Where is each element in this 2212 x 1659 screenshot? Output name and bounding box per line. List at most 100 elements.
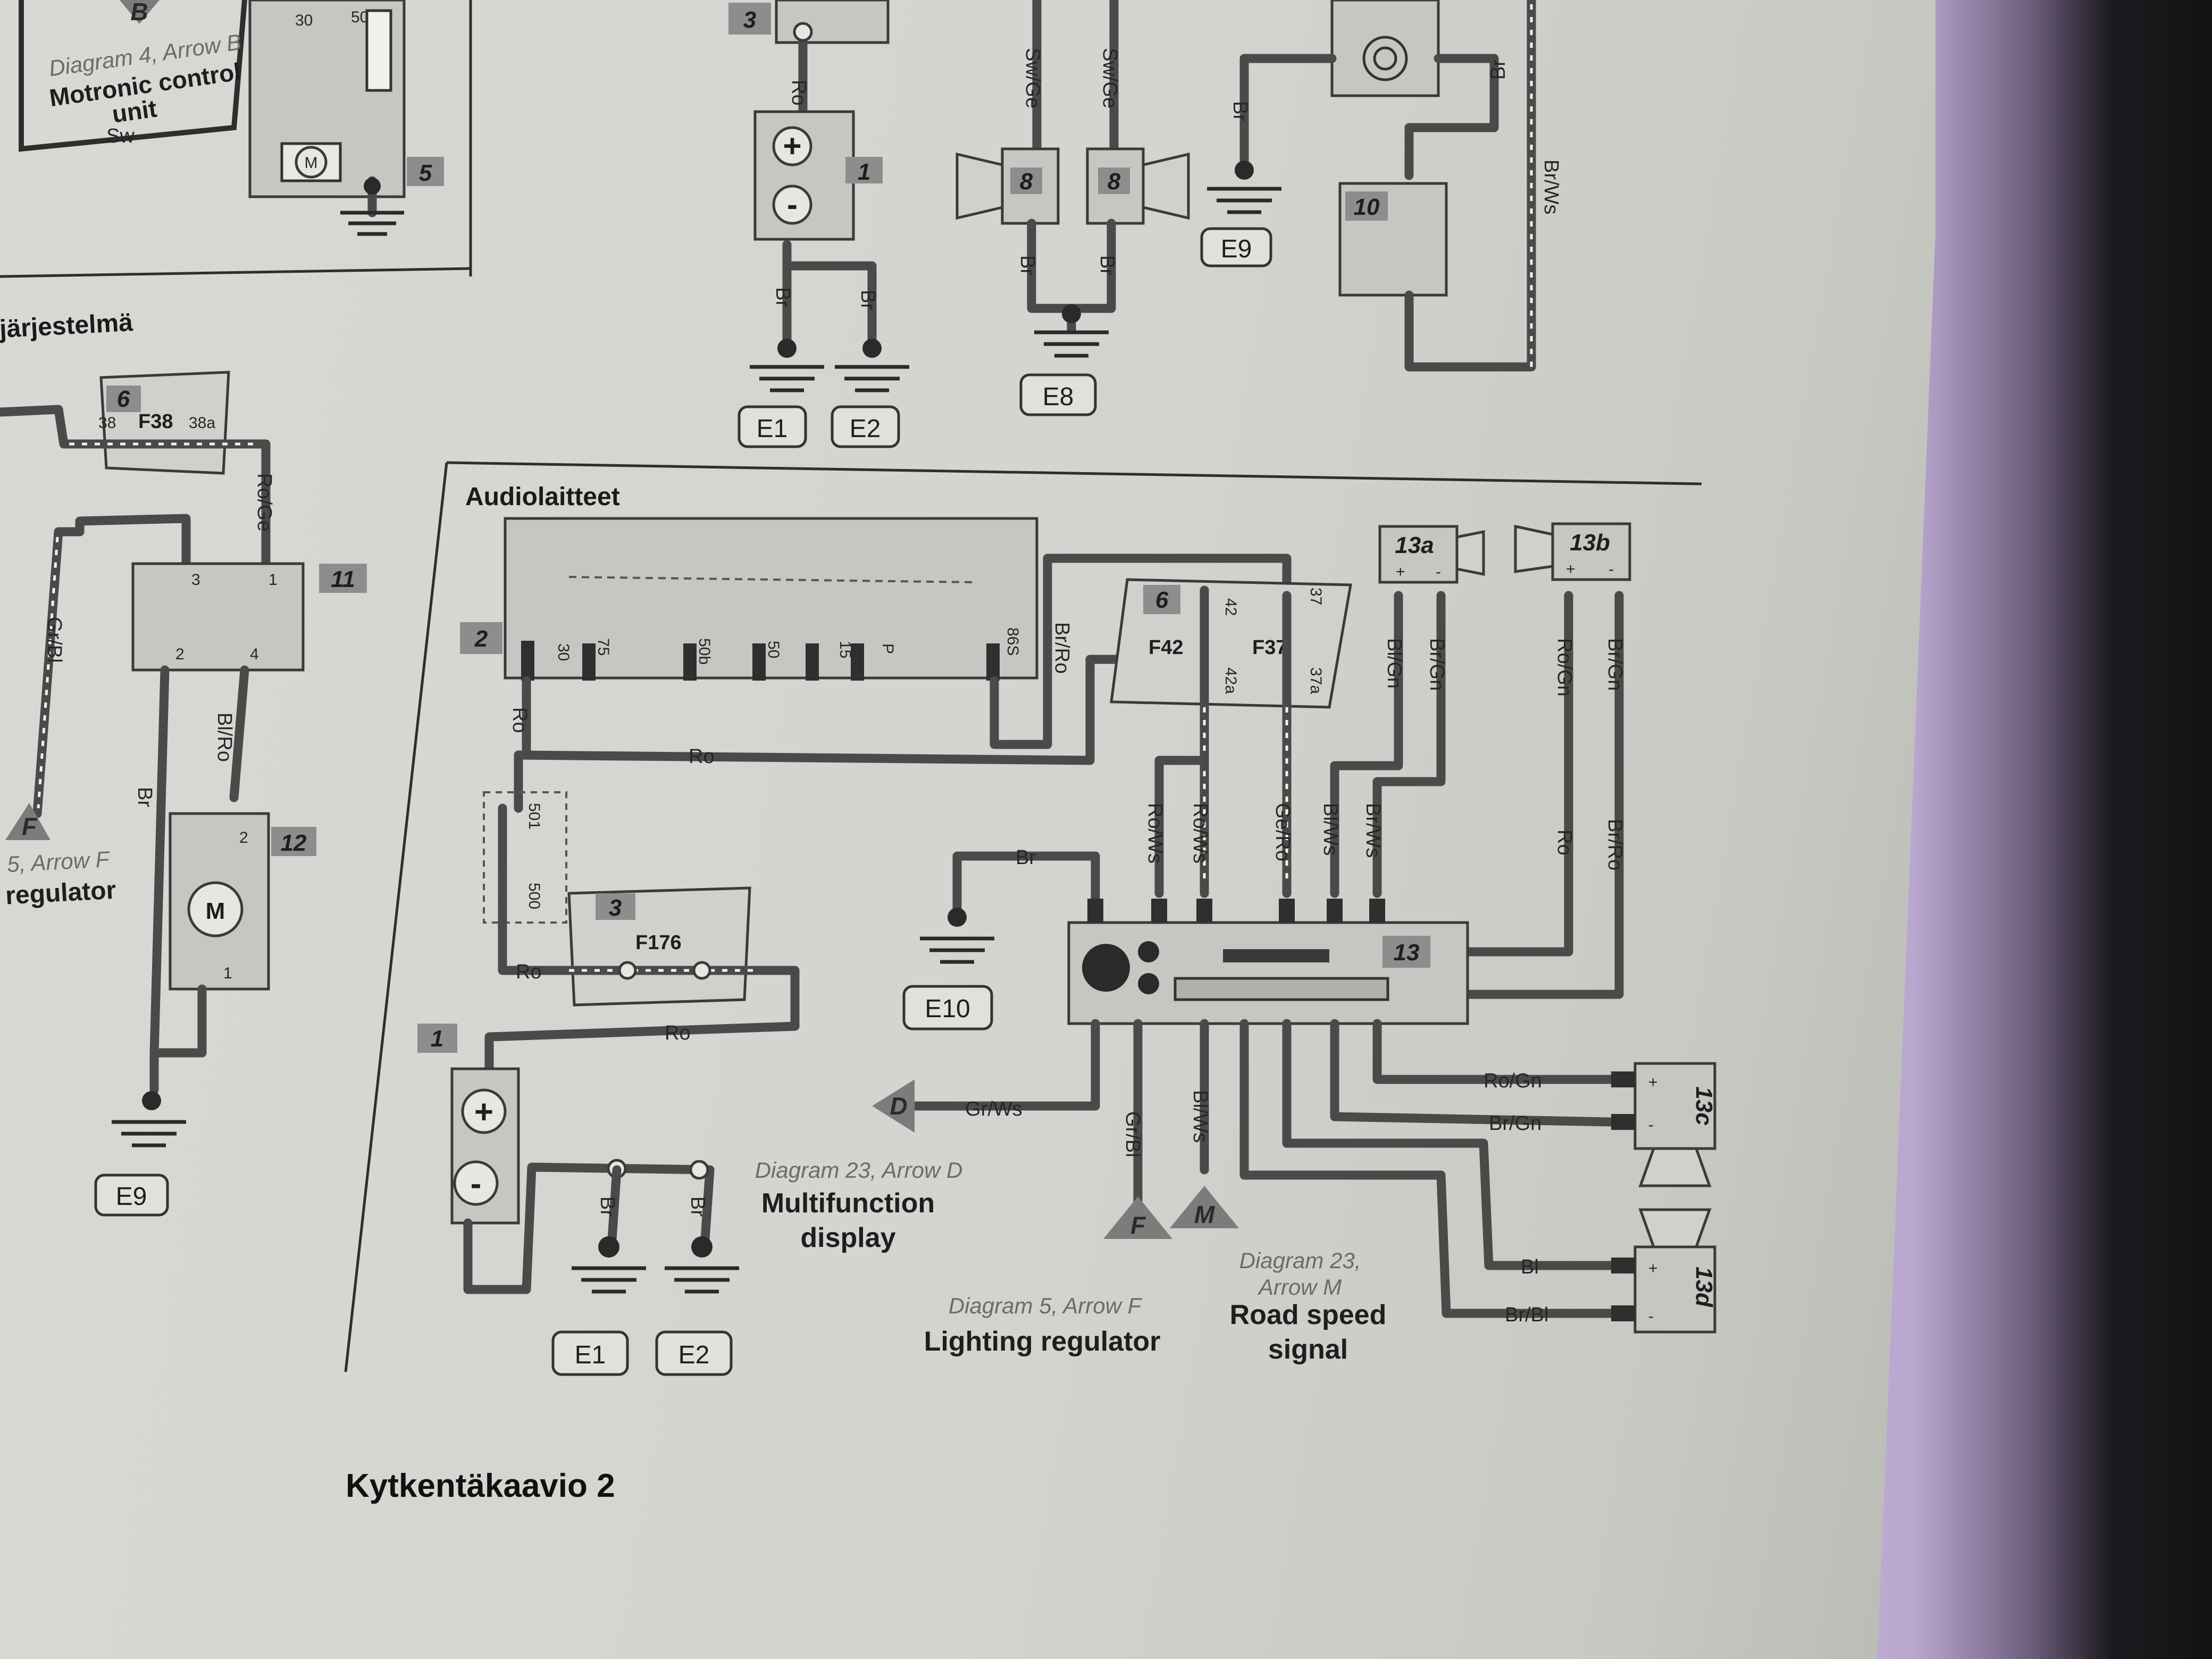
- svg-text:Br: Br: [1487, 60, 1510, 80]
- svg-text:Bl/Gn: Bl/Gn: [1383, 638, 1405, 689]
- svg-text:Br: Br: [1016, 847, 1036, 869]
- section-divider-vertical: [344, 462, 448, 1372]
- svg-text:Bl/Ws: Bl/Ws: [1189, 1090, 1211, 1143]
- svg-text:Multifunction: Multifunction: [761, 1188, 935, 1219]
- wire-brgn-c: [1330, 1019, 1616, 1127]
- svg-text:3: 3: [191, 571, 200, 589]
- arrow-b-marker: [120, 0, 160, 24]
- section-divider-audio: [446, 461, 1702, 485]
- svg-text:30: 30: [295, 12, 313, 29]
- svg-text:Ro: Ro: [1553, 830, 1576, 856]
- svg-text:Ro/Ws: Ro/Ws: [1189, 803, 1211, 864]
- svg-text:Br/Bl: Br/Bl: [1505, 1304, 1548, 1326]
- svg-text:2: 2: [239, 829, 248, 847]
- svg-text:Ro: Ro: [689, 745, 715, 768]
- component-1-top-label: 1: [858, 159, 870, 185]
- wire-label-sw: Sw: [106, 125, 135, 147]
- svg-text:6: 6: [1155, 587, 1169, 613]
- relay-11-label: 11: [331, 566, 355, 592]
- wire-brbl-d: [1239, 1019, 1616, 1318]
- wire-ro-switch: [514, 676, 531, 813]
- ref-lighting-regulator: Diagram 5, Arrow F Lighting regulator: [924, 1293, 1161, 1357]
- svg-text:Diagram 23,: Diagram 23,: [1239, 1248, 1361, 1273]
- svg-text:5, Arrow F: 5, Arrow F: [6, 847, 111, 877]
- svg-text:Br/Ws: Br/Ws: [1362, 803, 1384, 858]
- svg-text:+: +: [1648, 1074, 1658, 1091]
- svg-text:Diagram 23, Arrow D: Diagram 23, Arrow D: [755, 1158, 963, 1183]
- starter-relay-5: 30 50 M 5: [248, 0, 444, 236]
- svg-text:Ro: Ro: [665, 1022, 691, 1044]
- svg-text:+: +: [1648, 1260, 1658, 1277]
- svg-text:Br: Br: [596, 1196, 618, 1217]
- ground-e9-top: E9: [1221, 235, 1252, 263]
- svg-text:-: -: [1648, 1116, 1654, 1134]
- svg-text:Ro/Gn: Ro/Gn: [1553, 638, 1576, 697]
- wires-13a: [1330, 591, 1446, 898]
- svg-text:Ro/Ge: Ro/Ge: [253, 473, 275, 532]
- svg-text:38a: 38a: [189, 414, 215, 432]
- speaker-13b: 13b + -: [1514, 522, 1631, 581]
- left-section: järjestelmä 6 F38 38 38a Ro/Ge Gr/Bl 3 1…: [0, 308, 367, 1217]
- svg-text:86S: 86S: [1004, 627, 1021, 656]
- svg-text:Gr/Ws: Gr/Ws: [965, 1098, 1023, 1120]
- svg-text:Br: Br: [772, 287, 794, 307]
- svg-text:1: 1: [223, 965, 232, 982]
- fuse-f176: F176: [635, 932, 682, 954]
- svg-text:F: F: [22, 812, 38, 840]
- manual-page: [0, 0, 1936, 1659]
- svg-text:Br/Gn: Br/Gn: [1489, 1112, 1541, 1135]
- svg-text:Br/Gn: Br/Gn: [1604, 638, 1626, 691]
- page-title: Kytkentäkaavio 2: [346, 1468, 615, 1504]
- svg-text:+: +: [1566, 560, 1576, 578]
- svg-text:1: 1: [269, 571, 278, 589]
- svg-text:Br: Br: [1016, 255, 1038, 275]
- svg-text:+: +: [1396, 563, 1405, 581]
- wire-ro-f176: [498, 803, 568, 975]
- motronic-control-unit: B Diagram 4, Arrow B Motronic control un…: [19, 0, 247, 152]
- svg-text:M: M: [1194, 1201, 1216, 1228]
- svg-text:Ge/Ro: Ge/Ro: [1271, 803, 1294, 861]
- svg-text:Br: Br: [686, 1196, 709, 1217]
- component-3-top-label: 3: [743, 7, 756, 33]
- audio-heading: Audiolaitteet: [465, 483, 620, 511]
- svg-text:42: 42: [1222, 598, 1239, 616]
- svg-text:37a: 37a: [1307, 667, 1325, 694]
- svg-text:Gr/Bl: Gr/Bl: [43, 617, 65, 663]
- horns-group: Sw/Ge Sw/Ge 8 8 Br Br E8: [956, 0, 1190, 416]
- svg-text:D: D: [890, 1092, 907, 1120]
- svg-text:M: M: [206, 898, 225, 924]
- svg-text:Lighting regulator: Lighting regulator: [924, 1326, 1161, 1357]
- svg-text:Sw/Ge: Sw/Ge: [1021, 48, 1044, 108]
- fuse-out-wires: [1200, 585, 1292, 898]
- svg-text:Br/Ws: Br/Ws: [1540, 160, 1562, 214]
- svg-text:1: 1: [431, 1026, 443, 1052]
- svg-text:50: 50: [765, 641, 782, 658]
- ground-e8: E8: [1043, 383, 1074, 411]
- svg-text:-: -: [1608, 560, 1614, 578]
- svg-text:Br: Br: [1229, 101, 1251, 121]
- ground-e9-left: E9: [116, 1183, 147, 1211]
- ground-e2-top: E2: [850, 415, 881, 443]
- top-right-group: Br Br E9 10 Br/Ws: [1200, 0, 1562, 372]
- ref-road-speed-signal: Diagram 23, Arrow M Road speed signal: [1230, 1248, 1387, 1365]
- wire-grws: [899, 1019, 1100, 1111]
- svg-text:13b: 13b: [1570, 530, 1610, 556]
- svg-text:Br: Br: [857, 290, 879, 310]
- arrow-f-marker: [1103, 1196, 1172, 1239]
- svg-text:13c: 13c: [1691, 1086, 1717, 1125]
- svg-text:+: +: [474, 1094, 493, 1130]
- svg-text:75: 75: [594, 638, 612, 656]
- svg-text:4: 4: [250, 646, 259, 663]
- arrow-d-marker: [872, 1079, 915, 1133]
- switch-2-label: 2: [474, 626, 488, 652]
- svg-text:6: 6: [117, 386, 130, 412]
- svg-text:Br: Br: [133, 787, 156, 807]
- svg-text:F: F: [1130, 1211, 1146, 1239]
- svg-text:Bl/Ro: Bl/Ro: [213, 713, 236, 762]
- svg-text:Ro: Ro: [787, 80, 810, 106]
- ignition-switch-2: 2 30 75 50b 50 15 P 86S: [460, 517, 1038, 681]
- svg-text:Bl/Ws: Bl/Ws: [1319, 803, 1342, 856]
- section-divider-left: [0, 267, 471, 278]
- battery-1: 1 + - Br Br E1 E2: [417, 1024, 739, 1376]
